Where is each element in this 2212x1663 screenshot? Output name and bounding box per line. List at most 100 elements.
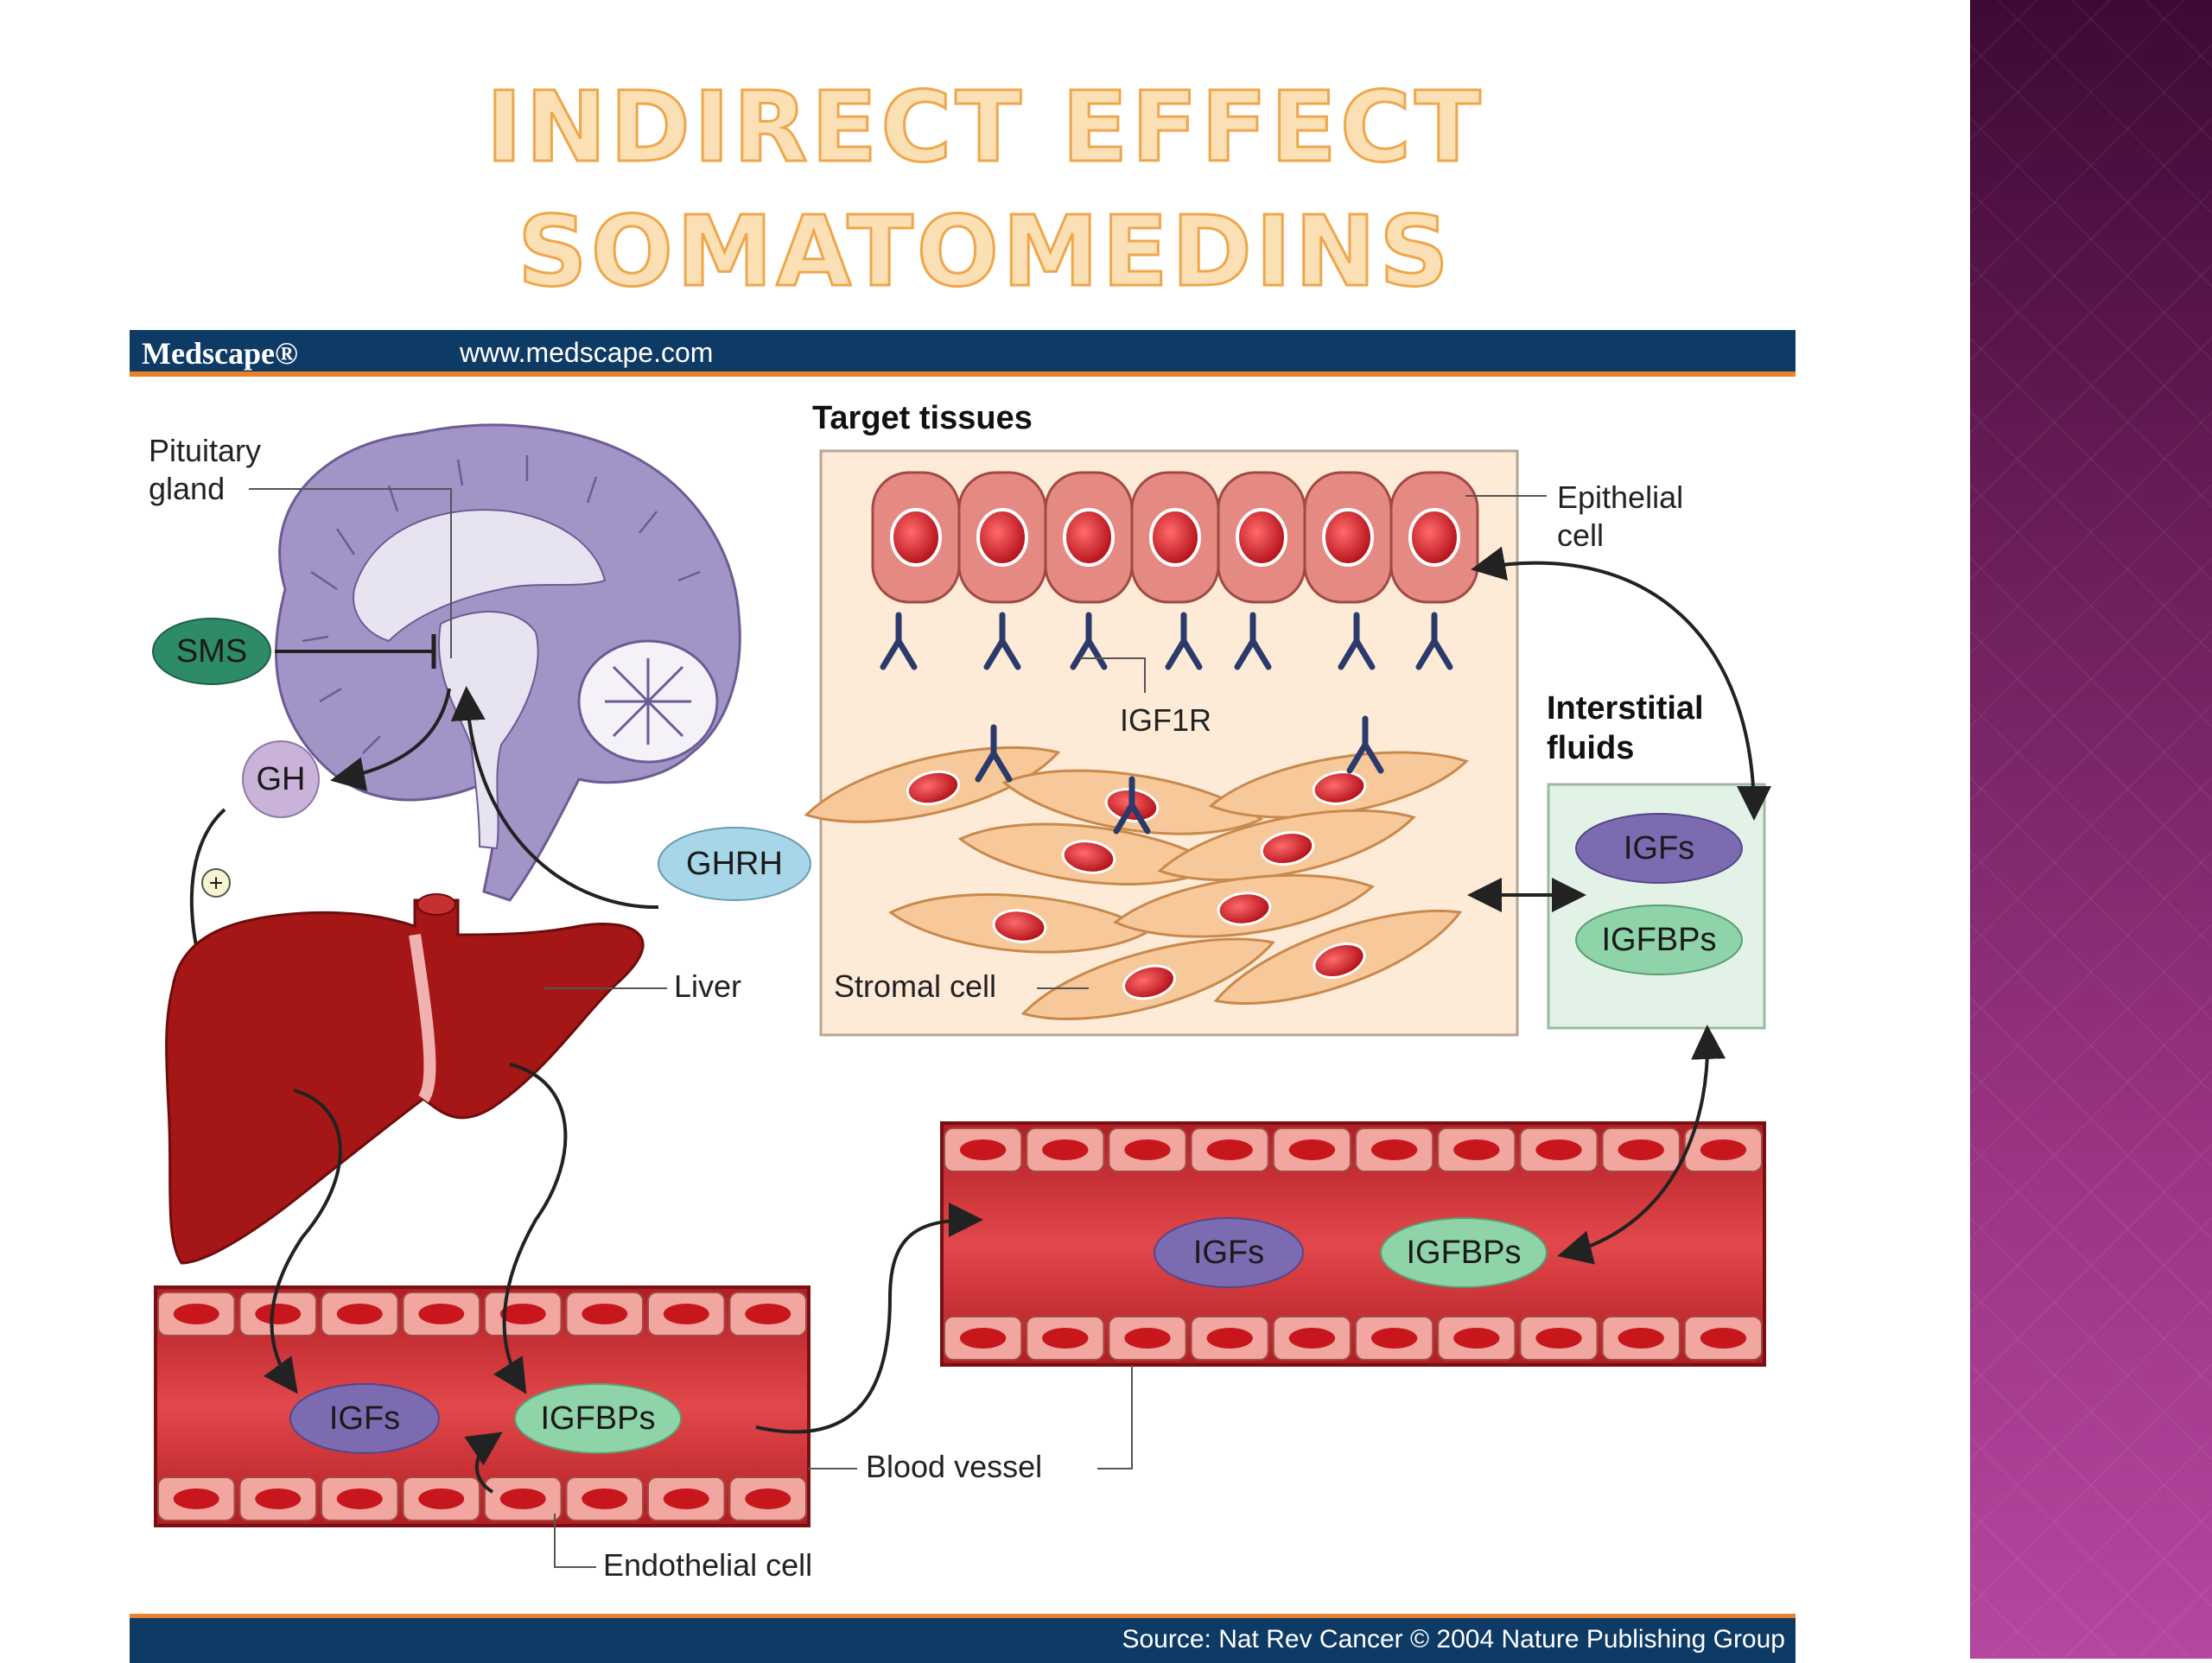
endothelial-cell — [565, 1292, 644, 1336]
endothelial-cell — [1519, 1127, 1599, 1172]
stromal-cell — [1112, 873, 1375, 938]
endothelial-cell — [728, 1292, 807, 1336]
receptor-icon — [983, 612, 1021, 670]
endothelial-cell — [1601, 1127, 1681, 1172]
igf1r-receptors — [880, 612, 1453, 835]
epithelial-cell — [1303, 471, 1393, 604]
endothelial-cell — [728, 1476, 807, 1521]
liver-illustration — [165, 893, 645, 1265]
stromal-cell — [887, 893, 1153, 954]
endothelial-cell — [1026, 1316, 1105, 1361]
label-endothelial: Endothelial cell — [603, 1547, 812, 1583]
blood-vessel-left — [154, 1285, 810, 1527]
label-stromal: Stromal cell — [834, 968, 996, 1004]
label-interstitial-line2: fluids — [1547, 730, 1634, 766]
endothelial-cell — [1190, 1127, 1269, 1172]
receptor-icon — [1113, 776, 1151, 835]
endothelial-cell — [484, 1292, 563, 1336]
epithelial-cells — [871, 471, 1479, 604]
oval-sms: SMS — [152, 618, 271, 685]
stromal-cells — [804, 746, 1469, 1020]
endothelial-cell — [565, 1476, 644, 1521]
stromal-cell — [957, 822, 1221, 885]
endothelial-cell — [1437, 1316, 1516, 1361]
endothelial-cell — [1026, 1127, 1105, 1172]
oval-igfs-vessel-right-label: IGFs — [1193, 1235, 1264, 1271]
label-liver: Liver — [674, 968, 741, 1004]
endothelial-cell — [402, 1476, 480, 1521]
oval-ghrh: GHRH — [658, 827, 811, 901]
endothelial-cell — [944, 1127, 1023, 1172]
endothelial-cell — [1108, 1316, 1187, 1361]
label-target-tissues: Target tissues — [812, 400, 1033, 436]
receptor-icon — [975, 724, 1013, 783]
epithelial-cell — [1130, 471, 1220, 604]
medscape-logo: Medscape® — [142, 336, 298, 371]
somatomedin-figure: Medscape® www.medscape.com — [130, 330, 1796, 1663]
label-igf1r: IGF1R — [1120, 702, 1211, 738]
endothelial-cell — [647, 1292, 726, 1336]
oval-gh: GH — [242, 740, 320, 818]
endothelial-cell — [1272, 1127, 1352, 1172]
decorative-side-panel — [1970, 0, 2212, 1659]
stromal-cell — [1208, 751, 1469, 819]
oval-igfs-vessel-right: IGFs — [1154, 1217, 1304, 1288]
receptor-icon — [1338, 612, 1376, 670]
oval-igfs-vessel-left-label: IGFs — [329, 1400, 400, 1437]
oval-igfs-interstitial-label: IGFs — [1624, 830, 1694, 866]
endothelial-cell — [321, 1292, 399, 1336]
figure-header-bar: Medscape® www.medscape.com — [130, 330, 1796, 377]
oval-gh-label: GH — [257, 761, 306, 797]
oval-igfbps-interstitial: IGFBPs — [1575, 904, 1743, 975]
endothelial-cell — [321, 1476, 399, 1521]
endothelial-cell — [1355, 1127, 1434, 1172]
stromal-cell — [804, 746, 1061, 823]
endothelial-cell — [1601, 1316, 1681, 1361]
label-interstitial-line1: Interstitial — [1547, 690, 1704, 727]
label-pituitary-line1: Pituitary — [149, 433, 261, 468]
brain-illustration — [275, 423, 741, 902]
receptor-icon — [1165, 612, 1203, 670]
endothelial-cell — [238, 1292, 317, 1336]
label-pituitary-line2: gland — [149, 471, 225, 506]
oval-igfbps-interstitial-label: IGFBPs — [1601, 922, 1716, 958]
endothelial-cell — [1108, 1127, 1187, 1172]
oval-igfbps-vessel-right: IGFBPs — [1380, 1217, 1548, 1288]
receptor-icon — [1415, 612, 1453, 670]
receptor-icon — [880, 612, 918, 670]
receptor-icon — [1234, 612, 1272, 670]
endothelial-cell — [1437, 1127, 1516, 1172]
endothelial-cell — [1683, 1316, 1764, 1361]
stromal-cell — [1213, 909, 1463, 1005]
endothelial-cell — [1272, 1316, 1352, 1361]
oval-sms-label: SMS — [176, 633, 247, 670]
epithelial-cell — [957, 471, 1047, 604]
receptor-icon — [1346, 715, 1384, 774]
epithelial-cell — [1217, 471, 1306, 604]
oval-igfbps-vessel-left-label: IGFBPs — [540, 1400, 655, 1437]
endothelial-cell — [944, 1316, 1023, 1361]
oval-igfs-interstitial: IGFs — [1575, 813, 1743, 884]
endothelial-cell — [157, 1292, 236, 1336]
endothelial-cell — [238, 1476, 317, 1521]
label-epithelial-line2: cell — [1557, 517, 1604, 553]
figure-source: Source: Nat Rev Cancer © 2004 Nature Pub… — [1122, 1625, 1785, 1653]
receptor-icon — [1070, 612, 1108, 670]
endothelial-cell — [1355, 1316, 1434, 1361]
blood-vessel-right — [940, 1121, 1766, 1367]
endothelial-cell — [1190, 1316, 1269, 1361]
endothelial-cell — [1519, 1316, 1599, 1361]
endothelial-cell — [157, 1476, 236, 1521]
oval-igfbps-vessel-right-label: IGFBPs — [1406, 1235, 1521, 1271]
epithelial-cell — [871, 471, 961, 604]
figure-footer-bar: Source: Nat Rev Cancer © 2004 Nature Pub… — [130, 1614, 1796, 1663]
oval-igfs-vessel-left: IGFs — [289, 1383, 440, 1454]
stromal-cell — [1020, 937, 1275, 1020]
medscape-url: www.medscape.com — [460, 337, 714, 368]
endothelial-cell — [402, 1292, 480, 1336]
label-blood-vessel: Blood vessel — [866, 1449, 1042, 1484]
plus-icon — [201, 868, 231, 898]
endothelial-cell — [647, 1476, 726, 1521]
endothelial-cell — [1683, 1127, 1764, 1172]
plus-label: + — [209, 869, 223, 896]
